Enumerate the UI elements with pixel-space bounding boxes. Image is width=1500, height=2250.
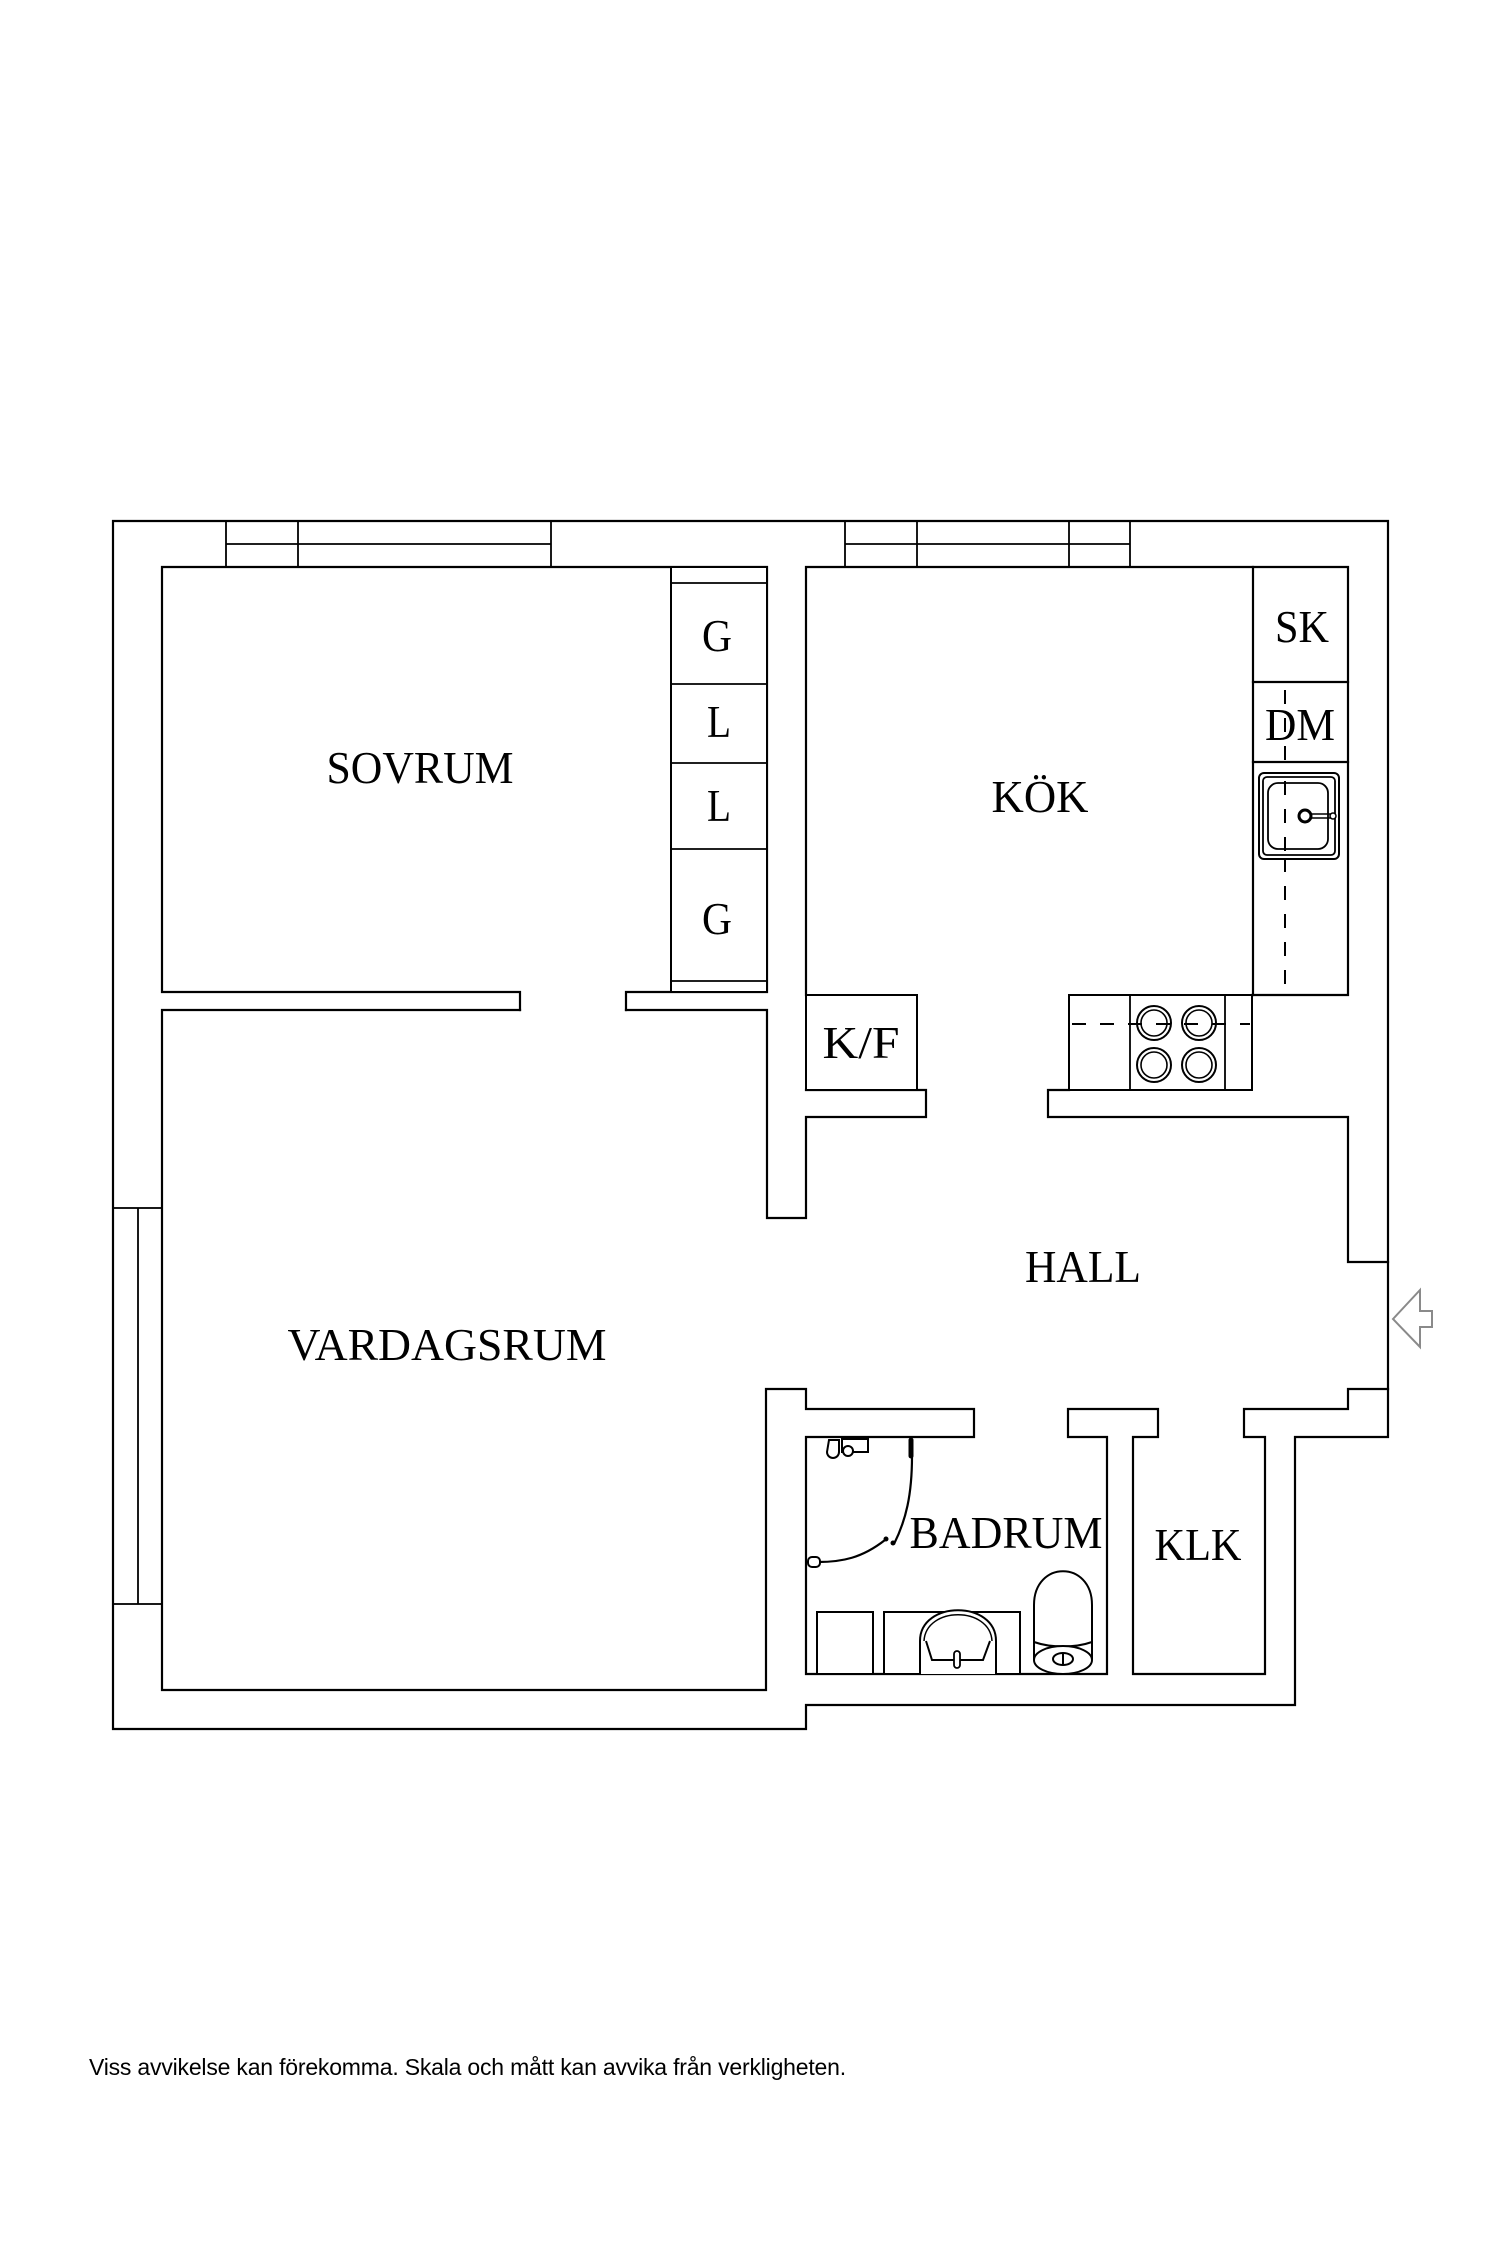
entrance-arrow-icon xyxy=(1391,1287,1433,1350)
living-room-walls xyxy=(160,1008,1390,1692)
fridge-freezer xyxy=(805,994,918,1091)
bedroom-walls xyxy=(160,565,769,1012)
central-wall xyxy=(624,1008,928,1220)
kitchen-walls xyxy=(804,565,1350,997)
toilet-icon xyxy=(1033,1570,1093,1675)
room-label-klk: KLK xyxy=(1155,1519,1242,1570)
sink-icon xyxy=(1258,772,1340,860)
kitchen-label-sk: SK xyxy=(1275,601,1329,652)
room-label-badrum: BADRUM xyxy=(910,1507,1103,1558)
kitchen-window xyxy=(844,520,1131,568)
room-label-kok: KÖK xyxy=(992,771,1089,822)
disclaimer-text: Viss avvikelse kan förekomma. Skala och … xyxy=(89,2054,846,2080)
room-label-sovrum: SOVRUM xyxy=(327,742,514,793)
living-room-window xyxy=(112,1207,163,1605)
shower-icon xyxy=(807,1437,914,1568)
bedroom-window xyxy=(225,520,552,568)
wardrobe-label-g1: G xyxy=(702,610,732,661)
outer-wall xyxy=(111,519,1390,1731)
wardrobe-label-g2: G xyxy=(702,893,732,944)
kitchen-label-kf: K/F xyxy=(823,1017,900,1068)
kitchen-label-dm: DM xyxy=(1265,699,1335,750)
wardrobe xyxy=(670,566,768,993)
stove-icon xyxy=(1136,1005,1217,1083)
room-label-vardagsrum: VARDAGSRUM xyxy=(288,1319,607,1370)
wardrobe-label-l1: L xyxy=(707,696,731,747)
bathroom-cabinet xyxy=(816,1611,874,1675)
wardrobe-label-l2: L xyxy=(707,780,731,831)
washbasin-icon xyxy=(883,1609,1021,1675)
room-label-hall: HALL xyxy=(1025,1241,1141,1292)
hall-walls xyxy=(1046,1088,1390,1264)
